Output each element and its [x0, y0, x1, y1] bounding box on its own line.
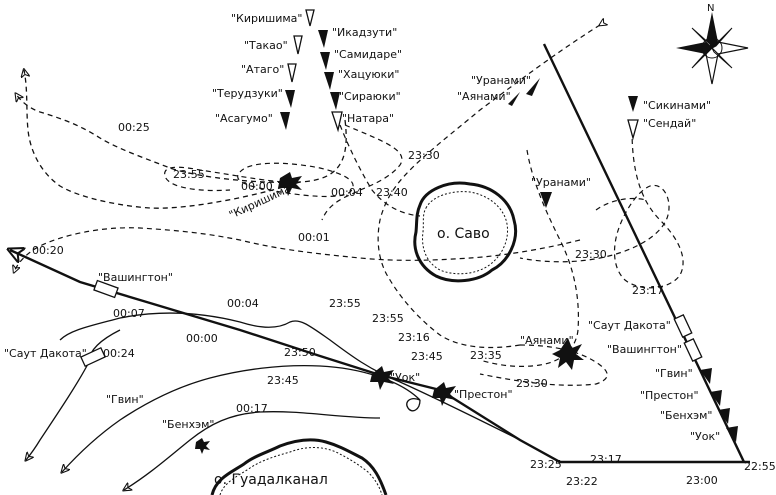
track-kirishima-circle: [237, 162, 354, 198]
time-label: 00:20: [32, 244, 64, 257]
savo-label: о. Саво: [437, 226, 490, 242]
us-column-east: [673, 313, 738, 442]
ship-label: "Сикинами": [643, 99, 712, 112]
savo-island-inner: [422, 191, 509, 275]
track-uranami-south: [479, 344, 608, 386]
japanese-column-west: [280, 9, 315, 130]
japanese-column-east: [318, 30, 343, 133]
japanese-uranami-group: [508, 78, 540, 106]
track-sendai: [519, 129, 684, 289]
guadalcanal-label: о. Гуадалканал: [214, 472, 328, 488]
time-label: 23:30: [408, 149, 440, 162]
time-label: 23:30: [575, 248, 607, 261]
time-label: 00:00: [241, 180, 273, 193]
time-label: 23:55: [173, 168, 205, 181]
track-gwin: [62, 364, 421, 472]
kirishima-wreck: [278, 172, 302, 196]
ship-label: "Уок": [690, 430, 721, 443]
track-kirishima: [16, 94, 347, 184]
time-label: 23:55: [329, 297, 361, 310]
time-label: 23:22: [566, 475, 598, 488]
ship-label: "Самидаре": [334, 48, 403, 61]
ayanami-wreck: [552, 338, 584, 370]
ship-label: "Сендай": [643, 117, 697, 130]
time-label: 00:04: [331, 186, 363, 199]
ship-label: "Такао": [244, 39, 288, 52]
ship-label: "Гвин": [655, 367, 693, 380]
ship-label: "Асагумо": [215, 112, 273, 125]
time-label: 00:07: [113, 307, 145, 320]
track-south-dakota: [26, 359, 91, 460]
track-benham: [124, 411, 381, 490]
washington-icon: [93, 279, 119, 299]
track-uranami-2: [479, 149, 579, 367]
time-label: 23:55: [372, 312, 404, 325]
ship-label: "Уок": [390, 371, 421, 384]
ship-label: "Бенхэм": [660, 409, 713, 422]
track-nagara: [339, 124, 421, 217]
time-label: 00:01: [298, 231, 330, 244]
preston-wreck: [432, 382, 456, 406]
time-label: 23:00: [686, 474, 718, 487]
time-label: 23:16: [398, 331, 430, 344]
time-label: 00:00: [186, 332, 218, 345]
compass-north-letter: N: [707, 3, 715, 14]
time-label: 23:17: [632, 284, 664, 297]
time-label: 23:17: [590, 453, 622, 466]
track-nagara-2: [321, 124, 403, 221]
ship-label: "Терудзуки": [212, 87, 283, 100]
ship-label: "Киришима": [231, 12, 303, 25]
ship-label: "Сираюки": [339, 90, 401, 103]
ship-label: "Бенхэм": [162, 418, 215, 431]
track-kirishima-west: [164, 166, 301, 192]
guadalcanal-coast-shade: [219, 447, 383, 495]
ship-label: "Уранами": [471, 74, 531, 87]
japanese-sendai-group: [627, 96, 639, 141]
ship-label: "Вашингтон": [607, 343, 682, 356]
ship-label: "Аянами": [457, 90, 511, 103]
track-uranami: [377, 25, 600, 349]
track-kirishima-loop: [24, 70, 301, 209]
ship-label: "Аянами": [520, 334, 574, 347]
ship-label: "Атаго": [241, 63, 285, 76]
south-dakota-icon: [80, 346, 106, 368]
ship-label: "Натара": [342, 112, 395, 125]
ship-label: "Икадзути": [332, 26, 398, 39]
ship-label: "Престон": [640, 389, 699, 402]
ship-label: "Престон": [454, 388, 513, 401]
time-label: 00:17: [236, 402, 268, 415]
time-label: 22:55: [744, 460, 776, 473]
benham-wreck: [195, 438, 210, 454]
track-sendai-north: [595, 197, 647, 211]
compass-rose: [676, 12, 749, 85]
ship-label: "Саут Дакота": [588, 319, 671, 332]
time-label: 00:24: [103, 347, 135, 360]
uranami-2-ship: [540, 192, 552, 208]
track-gwin-loop: [406, 398, 421, 412]
time-label: 00:04: [227, 297, 259, 310]
time-label: 00:25: [118, 121, 150, 134]
track-washington: [59, 312, 521, 441]
guadalcanal-coast: [210, 438, 388, 495]
ship-label: "Вашингтон": [98, 271, 173, 284]
ship-label: "Гвин": [106, 393, 144, 406]
time-label: 23:50: [284, 346, 316, 359]
time-label: 23:35: [470, 349, 502, 362]
walke-wreck: [370, 366, 394, 390]
time-label: 23:30: [516, 377, 548, 390]
ship-label: "Уранами": [531, 176, 591, 189]
time-label: 23:40: [376, 186, 408, 199]
ship-label: "Саут Дакота": [4, 347, 87, 360]
ship-label: "Хацуюки": [338, 68, 400, 81]
time-label: 23:45: [411, 350, 443, 363]
time-label: 23:25: [530, 458, 562, 471]
time-label: 23:45: [267, 374, 299, 387]
track-west: [14, 227, 581, 272]
